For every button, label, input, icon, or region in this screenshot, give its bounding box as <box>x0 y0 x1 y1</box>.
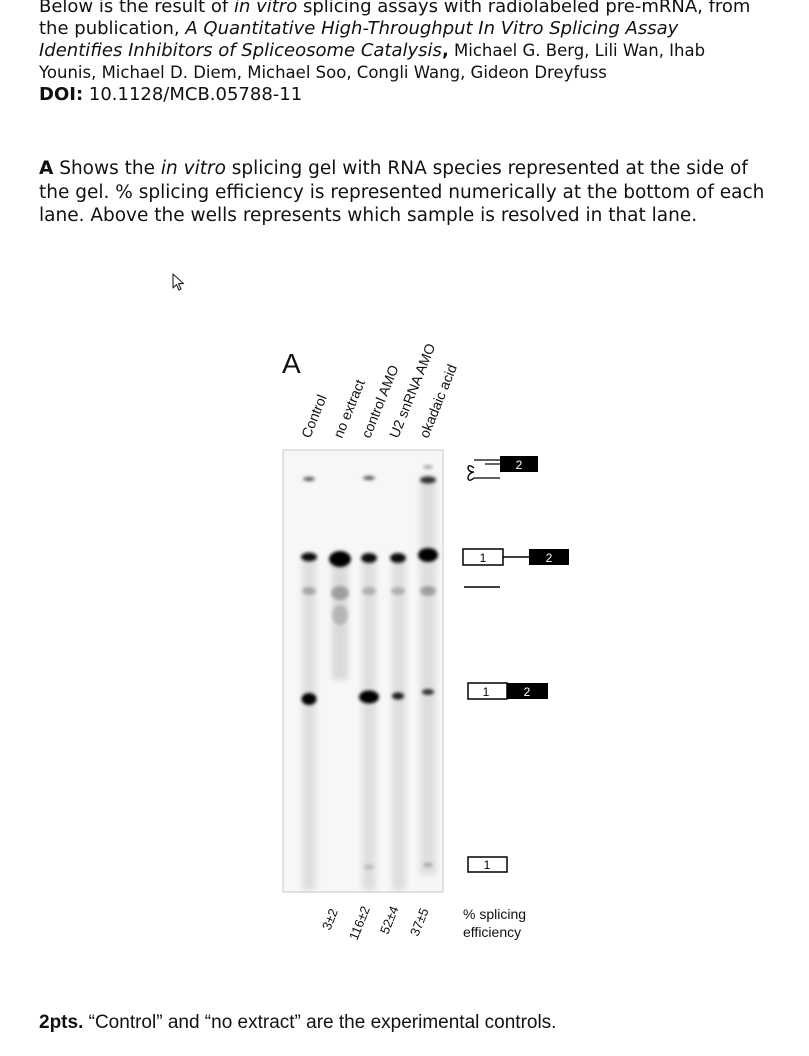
exon1-label: 1 <box>484 858 491 872</box>
intro-emphasis: in vitro <box>233 0 298 17</box>
panel-label: A <box>282 348 301 379</box>
title-comma: , <box>441 40 449 61</box>
exon1-label: 1 <box>483 685 490 699</box>
exon1-diagram: 1 <box>467 856 508 873</box>
exon2-label: 2 <box>524 685 531 699</box>
description-text: splicing gel with RNA species represente… <box>225 158 748 179</box>
lane-label-control: Control <box>298 392 330 440</box>
spliced-mrna-bands <box>301 689 434 705</box>
efficiency-label-line2: efficiency <box>463 924 521 940</box>
efficiency-value: 37±5 <box>407 906 432 938</box>
intro-text: Below is the result of <box>39 0 234 17</box>
intro-line-3: Identifies Inhibitors of Spliceosome Cat… <box>39 40 809 62</box>
lariat-intermediate-diagram: 2 <box>467 456 538 481</box>
publication-title: Identifies Inhibitors of Spliceosome Cat… <box>39 40 442 61</box>
efficiency-value: 3±2 <box>319 906 341 932</box>
lane-smears <box>302 475 436 890</box>
authors: Michael G. Berg, Lili Wan, Ihab <box>448 41 706 60</box>
lariat-intermediate-bands <box>303 465 436 484</box>
description-emphasis: in vitro <box>160 158 226 179</box>
description-line-1: A Shows the in vitro splicing gel with R… <box>39 157 809 181</box>
question-line: 2pts. “Control” and “no extract” are the… <box>39 1012 556 1034</box>
question-text: “Control” and “no extract” are the exper… <box>83 1012 557 1033</box>
description-paragraph: A Shows the in vitro splicing gel with R… <box>39 157 809 228</box>
exon2-label: 2 <box>516 458 523 472</box>
pre-mrna-diagram: 1 2 <box>462 548 569 566</box>
splicing-gel-figure: A Control no extract control AMO U2 snRN… <box>282 341 569 942</box>
doi-label: DOI: <box>39 84 84 105</box>
cursor-arrow-icon <box>172 273 185 291</box>
description-panel-letter: A <box>39 158 54 179</box>
secondary-bands <box>302 586 436 625</box>
intro-line-1: Below is the result of in vitro splicing… <box>39 0 809 18</box>
doi-value: 10.1128/MCB.05788-11 <box>83 84 303 105</box>
authors: Younis, Michael D. Diem, Michael Soo, Co… <box>39 63 607 82</box>
exon2-label: 2 <box>546 551 553 565</box>
exon1-label: 1 <box>480 551 487 565</box>
exon1-bands <box>364 862 433 870</box>
efficiency-value: 116±2 <box>346 904 373 942</box>
intro-line-4: Younis, Michael D. Diem, Michael Soo, Co… <box>39 62 809 84</box>
efficiency-label-line1: % splicing <box>463 906 526 922</box>
description-line-2: the gel. % splicing efficiency is repres… <box>39 181 765 203</box>
pre-mrna-bands <box>301 548 438 567</box>
publication-title: A Quantitative High-Throughput In Vitro … <box>185 18 679 39</box>
description-line-3: lane. Above the wells represents which s… <box>39 205 698 226</box>
description-text: Shows the <box>53 158 161 179</box>
intro-paragraph: Below is the result of in vitro splicing… <box>39 0 809 106</box>
intro-line-2: the publication, A Quantitative High-Thr… <box>39 18 809 40</box>
points-label: 2pts. <box>39 1012 84 1033</box>
intro-text: the publication, <box>39 18 186 39</box>
intro-text: splicing assays with radiolabeled pre-mR… <box>297 0 751 17</box>
doi-line: DOI: 10.1128/MCB.05788-11 <box>39 84 809 106</box>
spliced-mrna-diagram: 1 2 <box>467 682 548 700</box>
efficiency-value: 52±4 <box>377 904 402 936</box>
